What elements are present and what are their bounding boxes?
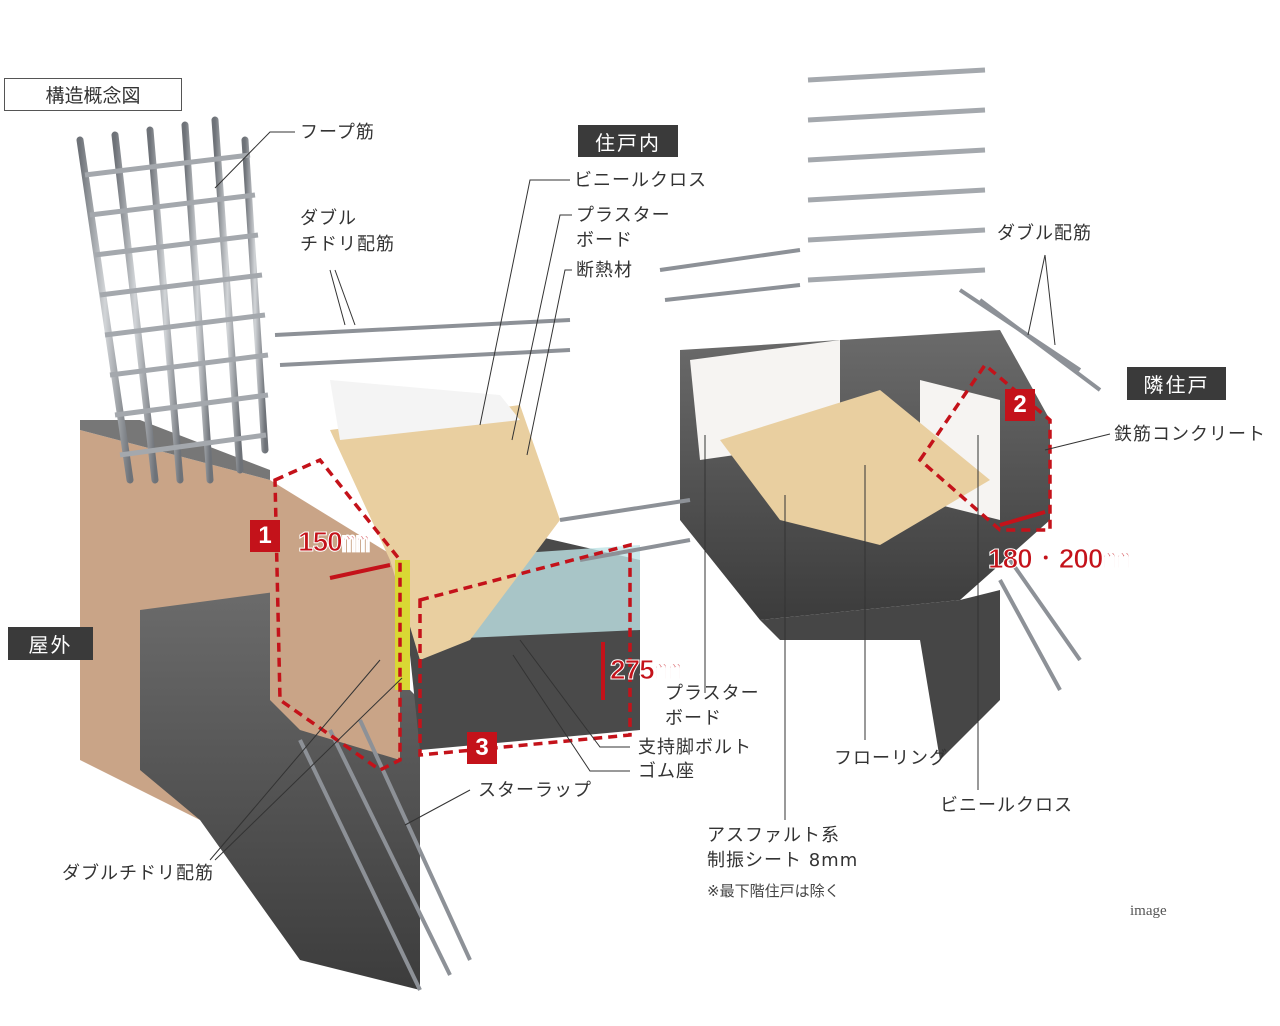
callout-dimension-2: 180・200㎜: [987, 543, 1130, 575]
wall-rebar: [274, 248, 1102, 991]
label-asphalt-note: ※最下階住戸は除く: [707, 882, 840, 900]
label-support-bolt: 支持脚ボルト: [638, 737, 752, 758]
label-insulation: 断熱材: [576, 260, 633, 281]
label-double-chidori-1: ダブル: [300, 208, 357, 229]
label-double-chidori-2: チドリ配筋: [300, 234, 395, 255]
label-double-rebar: ダブル配筋: [997, 223, 1092, 244]
highlight-zones: [273, 362, 1052, 773]
label-plaster-top-2: ボード: [576, 230, 633, 251]
callout-dimension-3: 275㎜: [610, 654, 683, 686]
label-vinyl-cloth-top: ビニールクロス: [574, 170, 707, 191]
label-flooring: フローリング: [834, 748, 948, 769]
label-rc: 鉄筋コンクリート: [1114, 424, 1266, 445]
callout-badge-1: 1: [250, 520, 280, 552]
left-concrete-block: [80, 380, 640, 990]
rebar-column-left: [76, 116, 269, 484]
label-vinyl-cloth-bottom: ビニールクロス: [940, 795, 1073, 816]
rebar-column-left-hoops: [84, 152, 269, 458]
label-asphalt-2: 制振シート 8mm: [707, 850, 859, 871]
image-note: image: [1130, 903, 1167, 919]
label-hoop: フープ筋: [300, 122, 375, 143]
diagram-title: 構造概念図: [4, 78, 182, 111]
leader-lines: [209, 131, 1111, 861]
label-double-chidori-bottom: ダブルチドリ配筋: [62, 863, 214, 884]
label-plaster-top-1: プラスター: [576, 205, 671, 226]
zone-label-outdoor: 屋外: [8, 627, 93, 660]
rebar-column-right-hoops: [807, 67, 986, 283]
callout-badge-3: 3: [467, 732, 497, 764]
label-asphalt-1: アスファルト系: [707, 825, 840, 846]
zone-label-interior: 住戸内: [578, 125, 678, 157]
zone-label-neighbor: 隣住戸: [1127, 367, 1226, 400]
callout-badge-2: 2: [1005, 389, 1035, 421]
label-stirrup: スターラップ: [478, 780, 592, 801]
label-plaster-mid-1: プラスター: [665, 683, 760, 704]
label-plaster-mid-2: ボード: [665, 708, 722, 729]
label-rubber-seat: ゴム座: [638, 761, 695, 782]
callout-dimension-1: 150㎜: [298, 526, 371, 558]
rebar-column-right: [811, 31, 984, 344]
dimension-arrows: [329, 510, 1046, 700]
